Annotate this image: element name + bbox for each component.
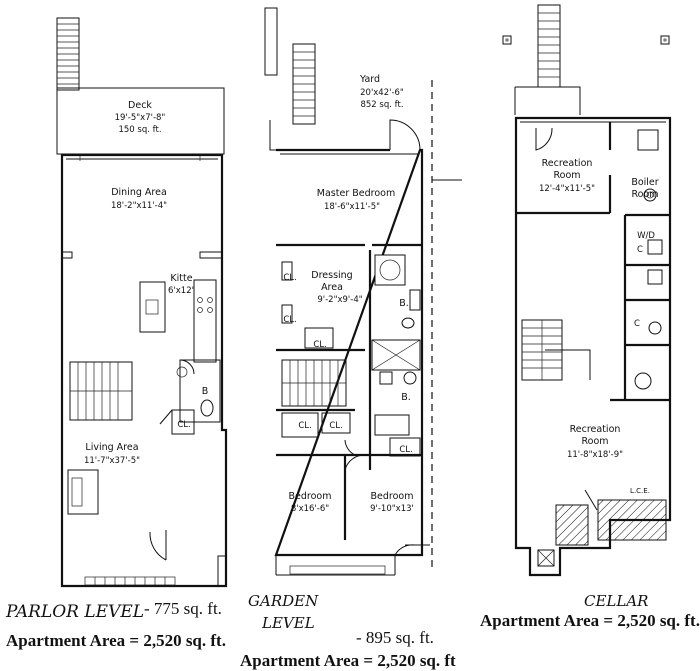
garden-level-area: - 895 sq. ft. xyxy=(356,628,434,647)
parlor-apartment-area: Apartment Area = 2,520 sq. ft. xyxy=(6,631,226,650)
cellar-rec-room-2-dims: 11'-8"x18'-9" xyxy=(567,450,623,460)
garden-exterior-wall xyxy=(274,148,424,557)
boiler-room-label-2: Room xyxy=(631,189,658,200)
parlor-exterior-stair xyxy=(56,17,80,91)
cellar-rec-room-2-label: Recreation xyxy=(570,424,621,435)
cellar-rec-room-1-label: Recreation xyxy=(542,158,593,169)
yard-area: 852 sq. ft. xyxy=(360,100,403,110)
garden-level-plan: Yard 20'x42'-6" 852 sq. ft. Master Bedro… xyxy=(264,7,462,576)
deck-label: Deck xyxy=(128,100,152,111)
cellar-plan: Recreation Room 12'-4"x11'-5" Boiler Roo… xyxy=(502,4,672,577)
garden-closet-6: CL. xyxy=(399,445,412,455)
kitchen-counter xyxy=(193,279,217,363)
garden-bath-2: B. xyxy=(401,392,411,403)
cellar-rec-room-1-dims: 12'-4"x11'-5" xyxy=(539,184,595,194)
dressing-area-label-2: Area xyxy=(321,282,343,293)
deck-area: 150 sq. ft. xyxy=(118,125,161,135)
boiler-room-label: Boiler xyxy=(631,177,658,188)
dining-area-label: Dining Area xyxy=(111,187,167,198)
parlor-bath-label: B xyxy=(202,386,209,397)
bedroom-1-label: Bedroom xyxy=(289,491,332,502)
cellar-closet-1: C xyxy=(637,245,643,255)
yard-dims: 20'x42'-6" xyxy=(360,88,404,98)
cellar-rec-room-1-label-2: Room xyxy=(553,170,580,181)
garden-tub xyxy=(374,254,406,286)
cellar-apartment-area: Apartment Area = 2,520 sq. ft. xyxy=(480,611,700,630)
cellar-closet-2: C xyxy=(634,319,640,329)
master-bedroom-label: Master Bedroom xyxy=(317,188,395,199)
cellar-interior-stair xyxy=(521,319,591,381)
master-bedroom-dims: 18'-6"x11'-5" xyxy=(324,202,380,212)
parlor-exterior-wall xyxy=(60,153,228,588)
living-area-dims: 11'-7"x37'-5" xyxy=(84,456,140,466)
parlor-level-caption: PARLOR LEVEL xyxy=(5,602,144,622)
living-area-label: Living Area xyxy=(85,442,138,453)
garden-exterior-stair xyxy=(264,7,316,125)
garden-closet-5: CL. xyxy=(329,421,342,431)
lce-label: L.C.E. xyxy=(630,487,650,495)
garden-closet-3: CL. xyxy=(313,340,326,350)
garden-closet-1: CL. xyxy=(283,273,296,283)
dressing-area-label: Dressing xyxy=(311,270,352,281)
cellar-rec-room-2-label-2: Room xyxy=(581,436,608,447)
garden-tub-2 xyxy=(374,414,410,436)
cellar-exterior-stair xyxy=(537,4,561,88)
bedroom-2-label: Bedroom xyxy=(371,491,414,502)
dressing-area-dims: 9'-2"x9'-4" xyxy=(317,295,362,305)
cellar-hatched-area xyxy=(555,504,589,546)
parlor-level-area: - 775 sq. ft. xyxy=(144,599,222,618)
bedroom-1-dims: 8'x16'-6" xyxy=(291,504,329,514)
parlor-interior-stair xyxy=(69,361,133,421)
living-sofa xyxy=(67,469,99,515)
cellar-exterior-wall xyxy=(514,116,672,577)
kitchen-label: Kitte. xyxy=(170,273,195,284)
garden-level-caption-1: GARDEN xyxy=(248,592,319,610)
boiler xyxy=(637,129,659,151)
lce-hatched-area xyxy=(597,499,667,541)
kitchen-island xyxy=(139,281,166,333)
dining-area-dims: 18'-2"x11'-4" xyxy=(111,201,167,211)
deck-dims: 19'-5"x7'-8" xyxy=(115,113,166,123)
parlor-closet-label: CL. xyxy=(177,420,190,430)
garden-apartment-area: Apartment Area = 2,520 sq. ft xyxy=(240,651,456,670)
parlor-front-door xyxy=(149,530,167,561)
parlor-level-plan: Deck 19'-5"x7'-8" 150 sq. ft. Dining Are… xyxy=(56,17,228,588)
kitchen-dims: 6'x12' xyxy=(168,286,194,296)
garden-interior-stair xyxy=(281,359,347,407)
garden-closet-2: CL. xyxy=(283,315,296,325)
bedroom-2-dims: 9'-10"x13' xyxy=(370,504,414,514)
cellar-caption: CELLAR xyxy=(584,592,648,610)
garden-closet-4: CL. xyxy=(298,421,311,431)
garden-bath-1: B. xyxy=(399,298,409,309)
yard-label: Yard xyxy=(359,74,380,85)
garden-level-caption-2: LEVEL xyxy=(261,614,315,632)
washer-dryer-label: W/D xyxy=(637,231,655,241)
